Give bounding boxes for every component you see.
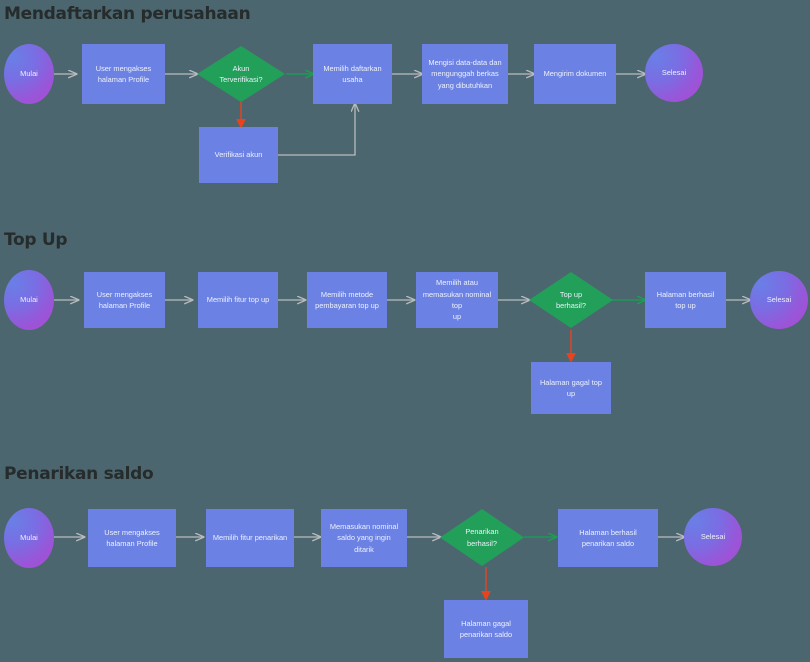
node-label: User mengakses halaman Profile xyxy=(104,527,160,548)
node-s1-verifikasi-akun[interactable]: Verifikasi akun xyxy=(199,127,278,183)
node-s3-selesai[interactable]: Selesai xyxy=(684,508,742,566)
node-s2-halaman-berhasil-top-up[interactable]: Halaman berhasil top up xyxy=(645,272,726,328)
node-label: Penarikan berhasil? xyxy=(465,527,499,548)
node-label: Selesai xyxy=(700,532,726,542)
node-s3-memasukan-nominal-saldo[interactable]: Memasukan nominal saldo yang ingin ditar… xyxy=(321,509,407,567)
node-s2-halaman-gagal-top-up[interactable]: Halaman gagal top up xyxy=(531,362,611,414)
node-s1-mengirim-dokumen[interactable]: Mengirim dokumen xyxy=(534,44,616,104)
node-s2-mulai[interactable]: Mulai xyxy=(4,270,54,330)
node-s3-halaman-berhasil-penarikan-saldo[interactable]: Halaman berhasil penarikan saldo xyxy=(558,509,658,567)
node-label: Halaman berhasil penarikan saldo xyxy=(579,527,637,548)
node-s1-mulai[interactable]: Mulai xyxy=(4,44,54,104)
node-s1-memilih-daftarkan-usaha[interactable]: Memilih daftarkan usaha xyxy=(313,44,392,104)
node-label: Memilih daftarkan usaha xyxy=(323,63,382,84)
section-title-mendaftarkan-perusahaan: Mendaftarkan perusahaan xyxy=(4,4,251,24)
node-s1-user-mengakses-halaman-profile[interactable]: User mengakses halaman Profile xyxy=(82,44,165,104)
node-s3-penarikan-berhasil-decision[interactable]: Penarikan berhasil? xyxy=(440,509,524,566)
node-s2-selesai[interactable]: Selesai xyxy=(750,271,808,329)
node-label: Verifikasi akun xyxy=(214,150,263,160)
node-s2-memilih-nominal-top-up[interactable]: Memilih atau memasukan nominal top up xyxy=(416,272,498,328)
node-label: Selesai xyxy=(661,68,687,78)
node-label: Memilih metode pembayaran top up xyxy=(315,289,379,310)
edge-s1-verifikasi-loop-to-daftar xyxy=(278,104,355,156)
node-label: Selesai xyxy=(766,295,792,305)
node-label: Halaman gagal top up xyxy=(539,377,603,398)
node-label: User mengakses halaman Profile xyxy=(95,63,152,84)
node-label: Memilih atau memasukan nominal top up xyxy=(422,278,492,322)
node-s2-memilih-metode-pembayaran[interactable]: Memilih metode pembayaran top up xyxy=(307,272,387,328)
section-title-top-up: Top Up xyxy=(4,230,68,250)
node-s3-user-mengakses-halaman-profile[interactable]: User mengakses halaman Profile xyxy=(88,509,176,567)
node-label: Halaman berhasil top up xyxy=(656,289,715,310)
node-s2-top-up-berhasil-decision[interactable]: Top up berhasil? xyxy=(529,272,613,328)
section-title-penarikan-saldo: Penarikan saldo xyxy=(4,464,154,484)
node-s1-akun-terverifikasi-decision[interactable]: Akun Terverifikasi? xyxy=(197,46,285,102)
node-s2-memilih-fitur-top-up[interactable]: Memilih fitur top up xyxy=(198,272,278,328)
node-label: Memilih fitur top up xyxy=(206,295,270,305)
node-label: Mulai xyxy=(20,69,38,79)
node-s3-memilih-fitur-penarikan[interactable]: Memilih fitur penarikan xyxy=(206,509,294,567)
node-label: Halaman gagal penarikan saldo xyxy=(459,618,513,639)
node-label: Memasukan nominal saldo yang ingin ditar… xyxy=(329,521,399,554)
node-s3-halaman-gagal-penarikan-saldo[interactable]: Halaman gagal penarikan saldo xyxy=(444,600,528,658)
node-label: Top up berhasil? xyxy=(556,289,586,310)
node-s1-mengisi-data-dan-mengunggah-berkas[interactable]: Mengisi data-data dan mengunggah berkas … xyxy=(422,44,508,104)
node-label: Mulai xyxy=(20,533,38,543)
node-label: Mengisi data-data dan mengunggah berkas … xyxy=(428,57,502,90)
node-label: User mengakses halaman Profile xyxy=(96,289,153,310)
node-s3-mulai[interactable]: Mulai xyxy=(4,508,54,568)
node-label: Mulai xyxy=(20,295,38,305)
node-label: Mengirim dokumen xyxy=(543,69,607,79)
node-label: Akun Terverifikasi? xyxy=(219,63,263,84)
node-s1-selesai[interactable]: Selesai xyxy=(645,44,703,102)
node-s2-user-mengakses-halaman-profile[interactable]: User mengakses halaman Profile xyxy=(84,272,165,328)
node-label: Memilih fitur penarikan xyxy=(212,533,288,543)
